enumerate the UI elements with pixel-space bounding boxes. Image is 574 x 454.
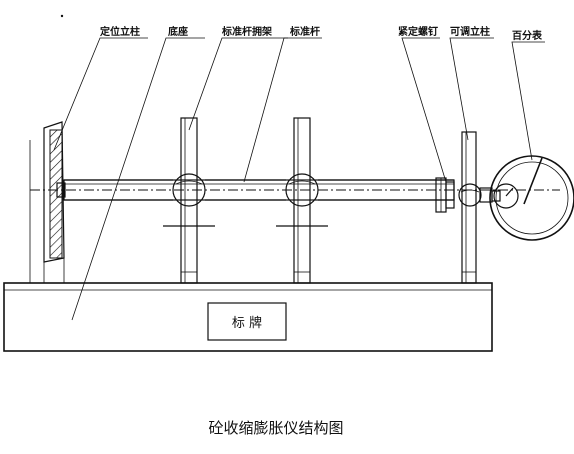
label-rod-bracket: 标准杆拥架 <box>221 25 272 38</box>
label-dial-gauge: 百分表 <box>512 29 543 42</box>
rod-bracket-left <box>163 117 215 284</box>
leader-set-screw: 紧定螺钉 <box>398 25 447 183</box>
leader-standard-rod: 标准杆 <box>243 25 322 183</box>
stray-dot <box>60 14 64 18</box>
leader-dial-gauge: 百分表 <box>511 29 545 161</box>
dial-gauge <box>489 155 574 241</box>
nameplate-text: 标 牌 <box>232 315 262 331</box>
leader-base: 底座 <box>71 25 205 321</box>
leader-rod-bracket: 标准杆拥架 <box>188 25 288 131</box>
leader-locating-post: 定位立柱 <box>53 25 148 151</box>
adjustable-post <box>458 131 493 284</box>
leader-adjustable-post: 可调立柱 <box>449 25 494 141</box>
label-base: 底座 <box>168 25 188 38</box>
label-adjustable-post: 可调立柱 <box>450 25 490 38</box>
locating-post <box>29 121 65 283</box>
rod-bracket-right <box>276 117 328 284</box>
caption: 砼收缩膨胀仪结构图 <box>208 419 343 437</box>
base-body <box>3 282 493 352</box>
label-locating-post: 定位立柱 <box>100 25 140 38</box>
label-set-screw: 紧定螺钉 <box>398 25 438 38</box>
set-screw <box>435 177 455 213</box>
label-standard-rod: 标准杆 <box>289 25 320 38</box>
nameplate: 标 牌 <box>207 302 287 341</box>
